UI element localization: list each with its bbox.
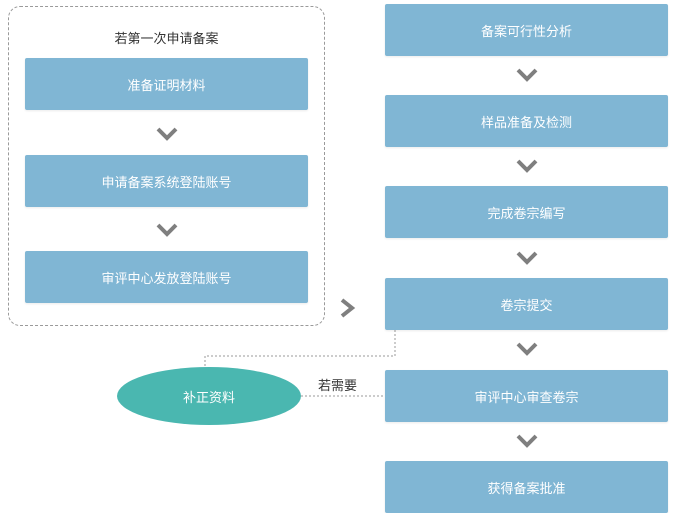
step-prepare-materials: 准备证明材料 <box>25 58 308 110</box>
first-time-group <box>8 6 325 326</box>
connector-lines <box>204 330 396 397</box>
step-dossier-writing: 完成卷宗编写 <box>385 186 668 238</box>
step-issue-account: 审评中心发放登陆账号 <box>25 251 308 303</box>
step-approval: 获得备案批准 <box>385 461 668 513</box>
chevron-down-icon <box>155 222 179 238</box>
chevron-down-icon <box>515 67 539 83</box>
if-needed-label: 若需要 <box>318 379 358 394</box>
supplement-materials-node: 补正资料 <box>117 367 301 425</box>
step-center-review: 审评中心审查卷宗 <box>385 370 668 422</box>
step-dossier-submission: 卷宗提交 <box>385 278 668 330</box>
step-feasibility-analysis: 备案可行性分析 <box>385 4 668 56</box>
supplement-materials-label: 补正资料 <box>182 390 235 406</box>
step-sample-testing: 样品准备及检测 <box>385 95 668 147</box>
chevron-down-icon <box>515 341 539 357</box>
chevron-down-icon <box>515 158 539 174</box>
chevron-down-icon <box>155 126 179 142</box>
step-apply-account: 申请备案系统登陆账号 <box>25 155 308 207</box>
chevron-down-icon <box>515 433 539 449</box>
group-title: 若第一次申请备案 <box>114 32 219 47</box>
chevron-right-icon <box>338 298 358 318</box>
feedback-connector-line <box>204 330 396 367</box>
chevron-down-icon <box>515 250 539 266</box>
